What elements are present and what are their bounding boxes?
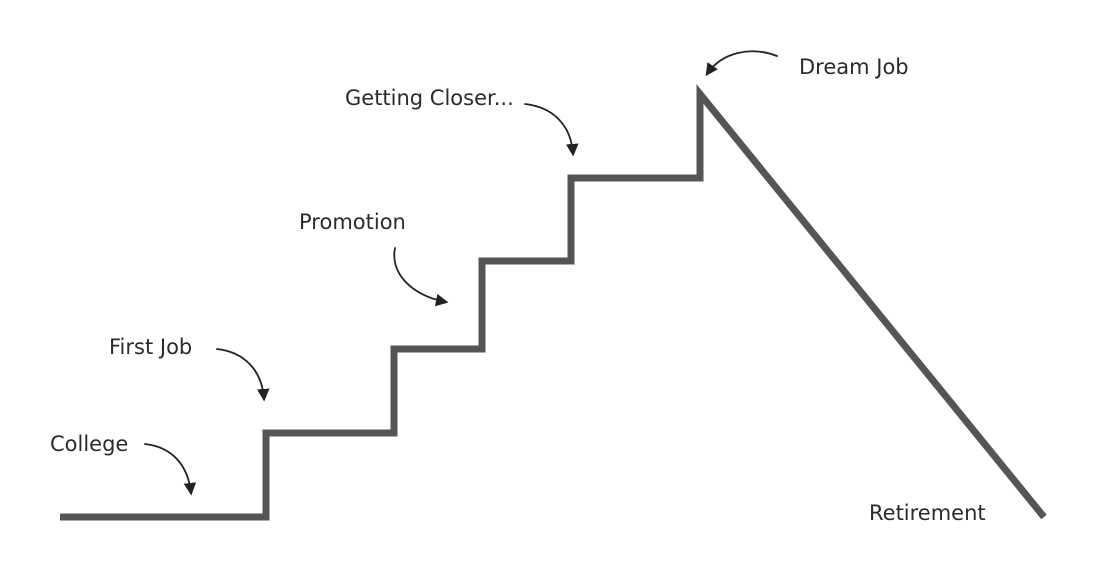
arrow-dream-job	[705, 50, 778, 77]
label-college: College	[50, 432, 128, 456]
arrow-getting-closer	[524, 103, 579, 157]
label-dream-job: Dream Job	[799, 55, 909, 79]
label-retirement: Retirement	[869, 501, 986, 525]
career-path-line	[60, 84, 1047, 521]
arrow-college	[144, 443, 197, 496]
arrow-promotion	[393, 247, 449, 307]
label-first-job: First Job	[109, 335, 192, 359]
label-getting-closer: Getting Closer...	[345, 86, 514, 110]
arrow-first-job	[216, 348, 270, 402]
label-promotion: Promotion	[299, 210, 406, 234]
